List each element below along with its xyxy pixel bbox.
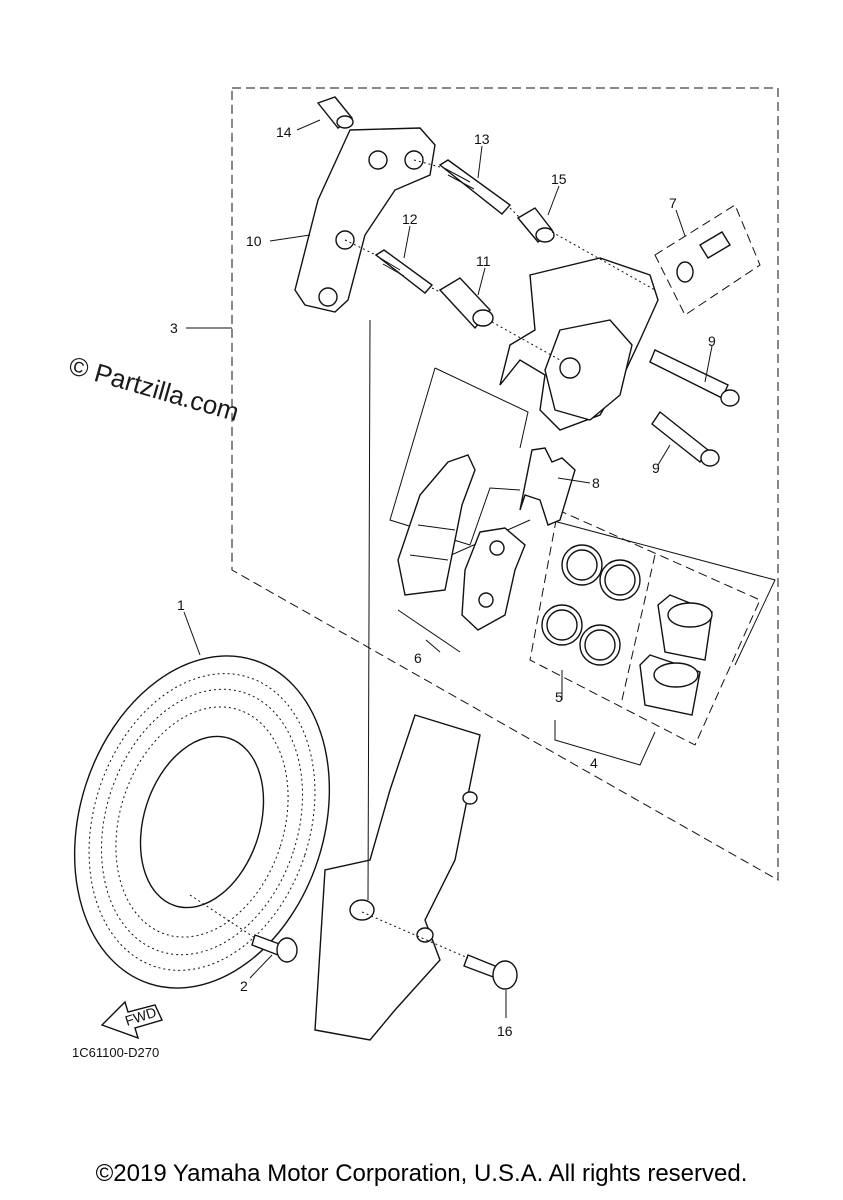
leader-15: [547, 185, 560, 216]
assembly-4-divider: [621, 554, 656, 701]
leader-2: [249, 954, 273, 979]
callout-2: 2: [240, 978, 248, 994]
pad-right-hole-bottom: [478, 592, 494, 608]
bolt-9-upper-head: [720, 389, 740, 407]
fork-top-hole: [462, 791, 478, 805]
callout-15: 15: [551, 171, 567, 187]
bracket-hole-top-left: [368, 150, 388, 170]
caliper-piston-housing: [544, 319, 633, 421]
callout-10: 10: [246, 233, 262, 249]
leader-9-upper: [704, 345, 713, 383]
disc-hole-ring-mid: [100, 688, 304, 956]
callout-9-lower: 9: [652, 460, 660, 476]
leader-6: [425, 639, 441, 653]
piston-seals: [541, 544, 641, 666]
callout-9-upper: 9: [708, 333, 716, 349]
pin-13: [438, 159, 512, 215]
brake-pad-right: [461, 527, 526, 631]
bracket-hole-bottom: [318, 287, 338, 307]
bolt-2-head: [276, 937, 298, 963]
callout-4: 4: [590, 755, 598, 771]
seal-group-outline: [549, 519, 776, 666]
seal-1-inner: [566, 549, 598, 581]
bolt-16-head: [492, 960, 518, 990]
leader-7: [675, 209, 686, 237]
callout-16: 16: [497, 1023, 513, 1039]
seal-3-inner: [546, 609, 578, 641]
disc-hole-ring-outer: [88, 673, 316, 971]
fwd-arrow-shape: [100, 1000, 163, 1040]
bolt-9-upper: [649, 349, 729, 399]
pad-spring: [519, 447, 576, 526]
disc-inner: [139, 735, 265, 909]
callout-12: 12: [402, 211, 418, 227]
caliper-bracket: [294, 127, 436, 313]
brake-pad-left: [397, 454, 476, 596]
leader-10: [269, 234, 311, 242]
bolt-16-leader: [361, 911, 469, 959]
collar-14-end: [336, 115, 354, 129]
fork-axle-hole: [416, 927, 434, 943]
leader-13: [477, 145, 483, 179]
disc-slot-ring: [115, 706, 289, 938]
caliper-piston-bore: [559, 357, 581, 379]
brake-pad-left-lines: [409, 524, 456, 561]
boot-15-end: [535, 227, 555, 243]
pin-12: [374, 249, 434, 294]
brake-disc: [73, 655, 331, 989]
leader-11: [477, 267, 486, 296]
align-line-13: [413, 159, 656, 291]
bolt-9-lower-head: [700, 449, 720, 467]
seal-2-inner: [604, 564, 636, 596]
assembly-3-boundary: [231, 87, 779, 881]
pin-12-thread: [379, 257, 405, 277]
leader-4: [554, 720, 656, 766]
front-fork: [314, 714, 481, 1041]
callout-8: 8: [592, 475, 600, 491]
align-line-12: [344, 239, 561, 361]
leader-1: [183, 611, 201, 656]
seal-4-inner: [584, 629, 616, 661]
callout-5: 5: [555, 689, 563, 705]
callout-7: 7: [669, 195, 677, 211]
diagram-code: 1C61100-D270: [72, 1045, 160, 1060]
piston-upper-face: [667, 602, 713, 628]
fwd-arrow: FWD: [100, 1000, 163, 1040]
assembly-4-boundary: [529, 509, 761, 746]
callout-13: 13: [474, 131, 490, 147]
pad-right-hole-top: [489, 540, 505, 556]
pin-13-thread: [443, 167, 475, 190]
callout-11: 11: [476, 253, 491, 269]
callout-6: 6: [414, 650, 422, 666]
callout-14: 14: [276, 124, 292, 140]
bleeder-valve: [699, 231, 731, 259]
callout-1: 1: [177, 597, 185, 613]
bolt-9-lower: [651, 410, 709, 464]
piston-lower-face: [653, 662, 699, 688]
leader-14: [296, 119, 321, 131]
boot-11-end: [472, 309, 494, 327]
bracket-guide-line: [367, 319, 371, 901]
copyright-notice: ©2019 Yamaha Motor Corporation, U.S.A. A…: [95, 1160, 748, 1187]
assembly-7-boundary: [654, 204, 761, 316]
leader-9-lower: [657, 444, 671, 466]
fork-mount-hole: [349, 899, 375, 921]
callout-3: 3: [170, 320, 178, 336]
leader-12: [403, 225, 411, 259]
leader-8: [557, 477, 591, 484]
bleeder-washer: [676, 261, 694, 283]
